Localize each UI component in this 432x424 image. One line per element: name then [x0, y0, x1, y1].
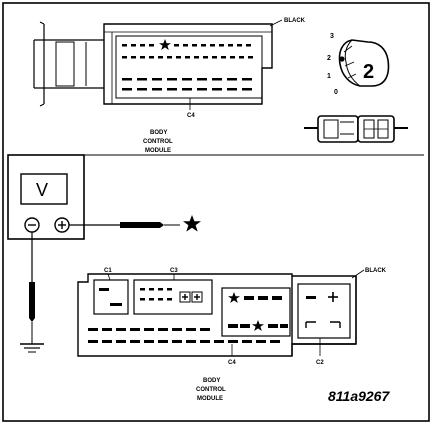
connector-c4 [221, 287, 291, 337]
ignition-position-3: 3 [330, 33, 334, 40]
ignition-switch: 3 2 1 0 2 [327, 33, 390, 96]
connector-c3 [133, 279, 213, 315]
top-module-label: BODY CONTROL MODULE [143, 130, 173, 154]
connector-label-c3: C3 [170, 268, 178, 274]
connector-c2 [297, 283, 351, 339]
top-connector-pins-upper [122, 44, 251, 47]
bottom-module-label-line-1: BODY [203, 378, 220, 384]
bottom-module: C1 C3 [77, 268, 387, 366]
connector-label-c1: C1 [104, 268, 112, 274]
star-icon [183, 215, 201, 232]
star-icon [252, 320, 264, 331]
ignition-key-body [338, 39, 390, 87]
plus-icon [328, 292, 338, 302]
top-connector-color-label: BLACK [284, 18, 306, 24]
bottom-module-label-line-3: MODULE [197, 396, 223, 402]
ignition-key-number: 2 [363, 61, 374, 83]
star-icon [228, 292, 240, 303]
negative-probe [29, 282, 35, 322]
plus-icon [191, 291, 203, 303]
connector-label-c4: C4 [228, 360, 236, 366]
plus-icon [179, 291, 191, 303]
voltmeter-body [7, 154, 85, 240]
top-module-label-line-3: MODULE [145, 148, 171, 154]
top-connector: BLACK C4 [33, 18, 306, 119]
top-connector-label: C4 [187, 113, 195, 119]
bottom-module-label-line-2: CONTROL [196, 387, 226, 393]
positive-test-lead [69, 215, 201, 232]
voltmeter-display-symbol: V [36, 180, 48, 200]
star-icon [159, 39, 171, 50]
black-leader-line [269, 19, 283, 27]
negative-test-lead [20, 232, 44, 353]
ignition-position-1: 1 [327, 73, 331, 80]
bottom-module-color-label: BLACK [365, 268, 387, 274]
top-connector-pins-middle [122, 56, 253, 59]
ignition-position-0: 0 [334, 89, 338, 96]
connector-label-c2: C2 [316, 360, 324, 366]
figure-number: 811a9267 [328, 388, 390, 404]
top-module-label-line-1: BODY [150, 130, 167, 136]
bottom-module-pins [88, 328, 280, 343]
ignition-position-marker [339, 56, 345, 62]
top-connector-pins-lower [122, 78, 252, 91]
voltmeter: V [7, 154, 424, 240]
ground-icon [20, 343, 44, 353]
bottom-module-label: BODY CONTROL MODULE [196, 378, 226, 402]
top-module-label-line-2: CONTROL [143, 139, 173, 145]
ignition-position-2: 2 [327, 55, 331, 62]
positive-probe [120, 222, 164, 228]
voltmeter-display [20, 173, 68, 205]
connector-c1 [93, 279, 129, 315]
inline-plug-connector [304, 115, 408, 143]
